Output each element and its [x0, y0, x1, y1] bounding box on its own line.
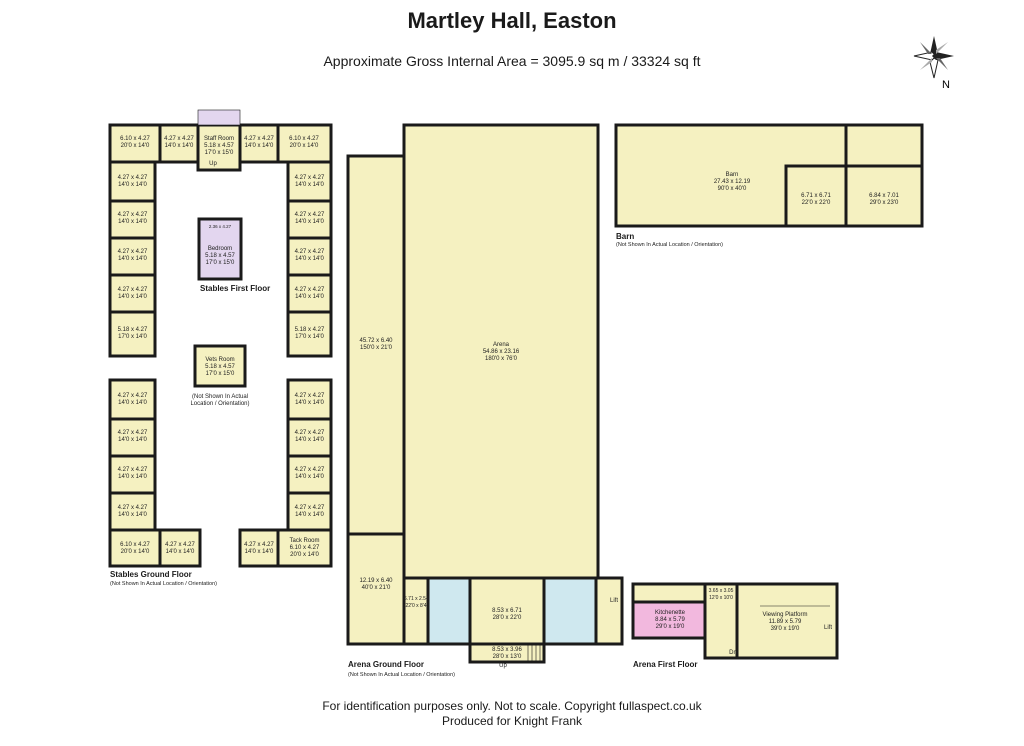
room-corridor	[346, 154, 406, 536]
marker-lift-ground: Lift	[609, 598, 618, 604]
room-ag-mid	[468, 576, 546, 646]
room-s1-r1	[286, 160, 333, 203]
room-af-left	[631, 582, 707, 604]
floor-label-barn: Barn	[616, 232, 635, 241]
footer-disclaimer: For identification purposes only. Not to…	[322, 699, 702, 713]
room-arena	[402, 123, 600, 580]
area-subtitle: Approximate Gross Internal Area = 3095.9…	[323, 53, 701, 69]
room-s1-tl	[108, 123, 162, 164]
room-s0-l2	[108, 417, 157, 458]
room-s1-lb	[108, 310, 157, 358]
footer-produced: Produced for Knight Frank	[441, 714, 583, 728]
room-s0-l1	[108, 378, 157, 421]
room-s0-bl2	[158, 528, 202, 568]
room-viewing	[735, 582, 839, 660]
room-s1-r2	[286, 199, 333, 240]
room-s1-rb	[286, 310, 333, 358]
room-ag-wc1	[426, 576, 472, 646]
floor-label-arena-first: Arena First Floor	[633, 660, 698, 669]
note-barn: (Not Shown In Actual Location / Orientat…	[616, 242, 724, 248]
room-s1-r4	[286, 273, 333, 314]
label-small-room: 2.36 x 4.27	[208, 224, 232, 229]
floor-label-stables-first: Stables First Floor	[200, 284, 271, 293]
room-ag-bot	[468, 642, 546, 664]
room-s0-br1	[238, 528, 280, 568]
room-tack	[276, 528, 333, 568]
room-bedroom	[197, 217, 243, 281]
floor-label-stables-ground: Stables Ground Floor	[110, 570, 192, 579]
room-ag-left	[346, 532, 406, 646]
room-s1-t4	[238, 123, 280, 164]
room-ag-wc2	[542, 576, 598, 646]
marker-lift-first: Lift	[823, 625, 832, 631]
floor-label-arena-ground: Arena Ground Floor	[348, 660, 424, 669]
compass-label: N	[942, 79, 950, 90]
room-vets	[193, 344, 247, 388]
room-ag-strip	[402, 576, 430, 646]
room-s0-r3	[286, 454, 333, 495]
room-barn-r1	[784, 164, 848, 228]
room-barn-r2	[844, 164, 924, 228]
note-arena-ground: (Not Shown In Actual Location / Orientat…	[348, 672, 456, 678]
room-staff	[196, 123, 242, 172]
room-barn-top-r	[844, 123, 924, 168]
marker-dn: Dn	[729, 650, 737, 656]
note-stables-ground: (Not Shown In Actual Location / Orientat…	[110, 581, 218, 587]
compass-icon: N	[913, 36, 954, 90]
room-ag-right	[594, 576, 624, 646]
marker-up-arena: Up	[499, 663, 507, 669]
page-title: Martley Hall, Easton	[407, 8, 617, 33]
marker-up-staff: Up	[209, 161, 217, 167]
